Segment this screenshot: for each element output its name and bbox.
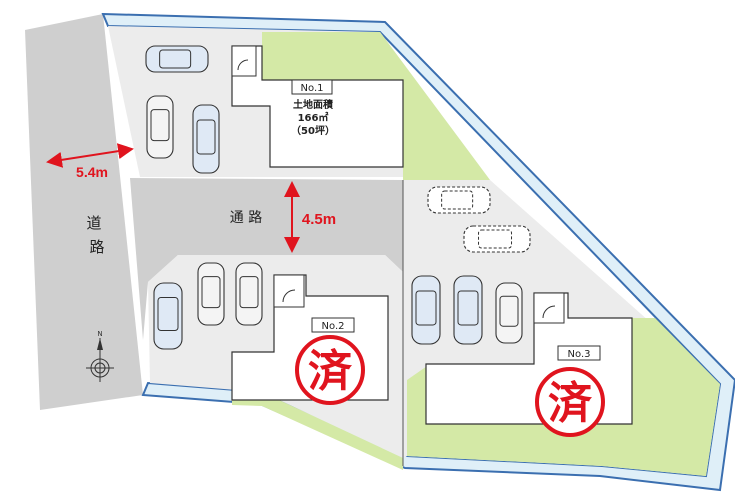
lot2-status: 済 <box>308 347 353 396</box>
lot3-car-3-icon <box>495 282 523 344</box>
passage-width-label: 4.5m <box>302 211 336 228</box>
lot1-car-right-icon <box>192 104 220 174</box>
lot3-number-box <box>557 345 601 361</box>
road-width-arrow <box>46 143 134 168</box>
lot2-number: No.2 <box>322 321 345 332</box>
lot1-area-label: 土地面積 <box>293 98 334 111</box>
lot1-number: No.1 <box>301 83 324 94</box>
lot1-area-sqm: 166㎡ <box>298 111 329 124</box>
lot2-car-1-icon <box>153 282 183 350</box>
lot3-entrance <box>533 292 565 324</box>
lot2-sold-stamp: 済 <box>295 335 365 405</box>
lot1-number-box <box>291 79 333 95</box>
passage-road <box>130 178 403 340</box>
road-width-label: 5.4m <box>76 164 108 180</box>
lot1-car-left-icon <box>146 95 174 159</box>
lot3-car-dashed-1-icon <box>427 186 491 214</box>
lot1-area-tsubo: （50坪） <box>291 124 335 137</box>
water-channel <box>101 12 735 492</box>
lot2-car-3-icon <box>235 262 263 326</box>
lot1-entrance <box>231 45 257 77</box>
lot1-lawn <box>262 32 490 180</box>
passage-label: 通 路 <box>230 210 262 226</box>
road-label-char1: 道 <box>86 214 101 232</box>
compass-icon: N <box>86 330 114 382</box>
lot2-car-2-icon <box>197 262 225 326</box>
lot3-car-1-icon <box>411 275 441 345</box>
main-road <box>25 14 143 410</box>
lot2-number-box <box>311 317 355 333</box>
lot3-sold-stamp: 済 <box>535 367 605 437</box>
lot3-car-dashed-2-icon <box>463 225 531 253</box>
cars-layer <box>145 45 531 350</box>
lot2-lawn <box>232 392 403 470</box>
lot3-status: 済 <box>548 379 593 428</box>
lot1-car-horizontal-icon <box>145 45 209 73</box>
compass-north-label: N <box>97 330 102 338</box>
lot2-entrance <box>273 274 305 308</box>
lot1-building <box>231 45 404 168</box>
road-label-char2: 路 <box>89 238 104 256</box>
lot3-car-2-icon <box>453 275 483 345</box>
lot3-number: No.3 <box>568 349 591 360</box>
